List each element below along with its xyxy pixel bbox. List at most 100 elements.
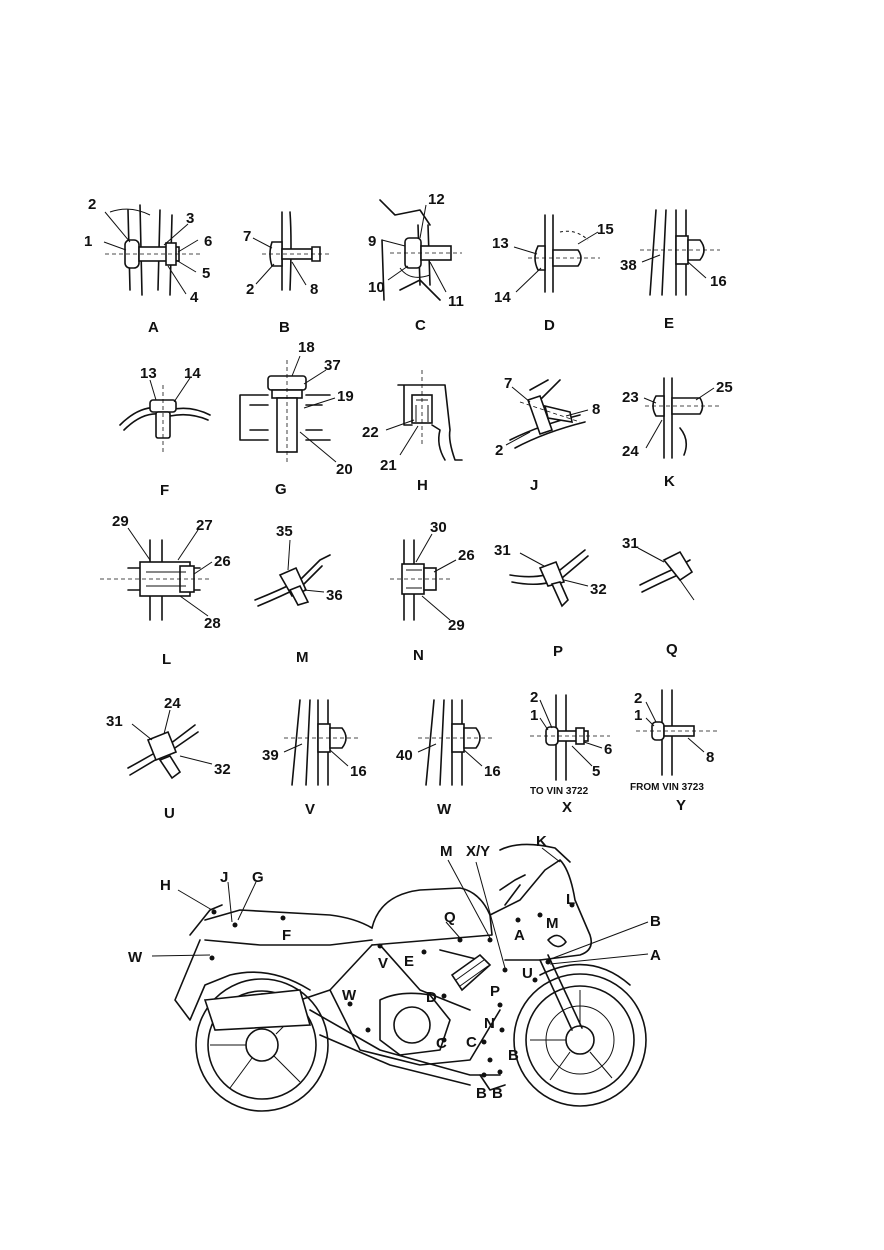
detail-l: 29 27 26 28 L bbox=[100, 513, 231, 668]
detail-b: 7 2 8 C B bbox=[243, 211, 330, 336]
detail-b-callout-2: 2 bbox=[246, 281, 254, 298]
bike-label-c-left: C bbox=[436, 1035, 447, 1052]
bike-label-g: G bbox=[252, 869, 264, 886]
detail-y-callout-1: 1 bbox=[634, 707, 642, 724]
detail-n-callout-26: 26 bbox=[458, 547, 475, 564]
bike-label-k: K bbox=[536, 833, 547, 850]
bike-label-b-front: B bbox=[650, 913, 661, 930]
detail-m-caption: M bbox=[296, 649, 309, 666]
detail-j-callout-2: 2 bbox=[495, 442, 503, 459]
detail-l-caption: L bbox=[162, 651, 171, 668]
detail-h-callout-21: 21 bbox=[380, 457, 397, 474]
detail-n-callout-30: 30 bbox=[430, 519, 447, 536]
detail-m: 35 36 M bbox=[254, 523, 343, 666]
detail-c: 12 9 10 11 C bbox=[368, 191, 464, 334]
detail-h-callout-22: 22 bbox=[362, 424, 379, 441]
detail-g-callout-18: 18 bbox=[298, 339, 315, 356]
detail-f-caption: F bbox=[160, 482, 169, 499]
detail-q-caption: Q bbox=[666, 641, 678, 658]
detail-d-callout-15: 15 bbox=[597, 221, 614, 238]
detail-k-callout-23: 23 bbox=[622, 389, 639, 406]
detail-j: 7 8 2 J bbox=[495, 375, 600, 494]
detail-d: 13 15 14 D bbox=[492, 214, 614, 334]
detail-p-callout-31: 31 bbox=[494, 542, 511, 559]
detail-v-callout-16: 16 bbox=[350, 763, 367, 780]
detail-k-callout-24: 24 bbox=[622, 443, 639, 460]
detail-a-callout-6: 6 bbox=[204, 233, 212, 250]
detail-f-callout-13: 13 bbox=[140, 365, 157, 382]
detail-d-callout-13: 13 bbox=[492, 235, 509, 252]
detail-d-callout-14: 14 bbox=[494, 289, 511, 306]
detail-n: 30 26 29 N bbox=[390, 519, 475, 664]
detail-p-callout-32: 32 bbox=[590, 581, 607, 598]
detail-a-callout-3: 3 bbox=[186, 210, 194, 227]
bike-label-c-right: C bbox=[466, 1034, 477, 1051]
detail-m-callout-36: 36 bbox=[326, 587, 343, 604]
detail-b-caption-letter: B bbox=[279, 319, 290, 336]
detail-k: 23 25 24 K bbox=[622, 377, 733, 490]
detail-q-callout-31: 31 bbox=[622, 535, 639, 552]
detail-c-callout-12: 12 bbox=[428, 191, 445, 208]
detail-x-callout-1: 1 bbox=[530, 707, 538, 724]
detail-e-callout-16: 16 bbox=[710, 273, 727, 290]
detail-w-callout-16: 16 bbox=[484, 763, 501, 780]
detail-u: 31 24 32 U bbox=[106, 695, 231, 822]
detail-u-caption: U bbox=[164, 805, 175, 822]
detail-u-callout-31: 31 bbox=[106, 713, 123, 730]
detail-u-callout-24: 24 bbox=[164, 695, 181, 712]
detail-h: 22 21 H bbox=[362, 370, 463, 494]
detail-c-callout-10: 10 bbox=[368, 279, 385, 296]
detail-g-callout-20: 20 bbox=[336, 461, 353, 478]
bike-label-j: J bbox=[220, 869, 228, 886]
detail-a-callout-4: 4 bbox=[190, 289, 199, 306]
detail-j-callout-7: 7 bbox=[504, 375, 512, 392]
detail-d-caption: D bbox=[544, 317, 555, 334]
detail-a-callout-2: 2 bbox=[88, 196, 96, 213]
detail-y-note: FROM VIN 3723 bbox=[630, 782, 704, 793]
detail-v: 39 16 V bbox=[262, 699, 367, 818]
detail-l-callout-27: 27 bbox=[196, 517, 213, 534]
detail-g: 18 37 19 20 G bbox=[239, 339, 354, 498]
bike-label-n: N bbox=[484, 1015, 495, 1032]
bike-label-e: E bbox=[404, 953, 414, 970]
detail-g-caption: G bbox=[275, 481, 287, 498]
detail-v-caption: V bbox=[305, 801, 315, 818]
detail-q: 31 Q bbox=[622, 535, 695, 658]
bike-label-h: H bbox=[160, 877, 171, 894]
detail-e-caption: E bbox=[664, 315, 674, 332]
detail-x-callout-2: 2 bbox=[530, 689, 538, 706]
detail-a-caption: A bbox=[148, 319, 159, 336]
bike-location-labels: H J G F W V E Q M X/Y K L M B A A U D W … bbox=[128, 833, 661, 1102]
detail-c-callout-11: 11 bbox=[448, 293, 464, 310]
detail-a: 1 2 3 4 5 6 A bbox=[84, 196, 212, 336]
detail-y: 2 1 8 FROM VIN 3723 Y bbox=[630, 689, 720, 814]
detail-a-callout-5: 5 bbox=[202, 265, 210, 282]
detail-l-callout-29: 29 bbox=[112, 513, 129, 530]
detail-b-callout-7: 7 bbox=[243, 228, 251, 245]
detail-l-callout-26: 26 bbox=[214, 553, 231, 570]
detail-x-note: TO VIN 3722 bbox=[530, 786, 589, 797]
bike-label-v: V bbox=[378, 955, 388, 972]
bike-label-b-mid: B bbox=[508, 1047, 519, 1064]
bike-label-x-y: X/Y bbox=[466, 843, 490, 860]
detail-e: 38 16 E bbox=[620, 209, 727, 332]
detail-y-caption: Y bbox=[676, 797, 686, 814]
detail-k-caption: K bbox=[664, 473, 675, 490]
detail-g-callout-19: 19 bbox=[337, 388, 354, 405]
detail-g-callout-37: 37 bbox=[324, 357, 341, 374]
bike-label-q: Q bbox=[444, 909, 456, 926]
bike-label-w-frame: W bbox=[342, 987, 357, 1004]
detail-n-caption: N bbox=[413, 647, 424, 664]
detail-w: 40 16 W bbox=[396, 699, 501, 818]
detail-f-callout-14: 14 bbox=[184, 365, 201, 382]
bike-label-f: F bbox=[282, 927, 291, 944]
detail-u-callout-32: 32 bbox=[214, 761, 231, 778]
bike-label-b-bottom-left: B bbox=[476, 1085, 487, 1102]
bike-label-m-top: M bbox=[440, 843, 453, 860]
detail-v-callout-39: 39 bbox=[262, 747, 279, 764]
detail-e-callout-38: 38 bbox=[620, 257, 637, 274]
detail-l-callout-28: 28 bbox=[204, 615, 221, 632]
bike-label-w-tail: W bbox=[128, 949, 143, 966]
detail-p-caption: P bbox=[553, 643, 563, 660]
